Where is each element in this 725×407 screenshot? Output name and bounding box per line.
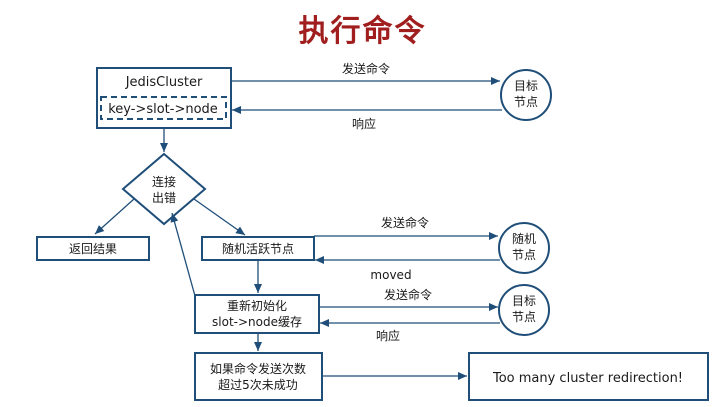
key-slot-node-dashed-box [100, 96, 227, 120]
target-node-2-line-1: 目标 [512, 294, 536, 308]
page-title: 执行命令 [298, 14, 427, 49]
connect-error-diamond: 连接 出错 [121, 152, 207, 226]
connect-error-line-1: 连接 [152, 174, 176, 189]
reinit-line-2: slot->node缓存 [212, 315, 302, 329]
random-node-line-1: 随机 [512, 231, 536, 246]
response-label-1: 响应 [352, 116, 376, 131]
response-label-2: 响应 [376, 328, 400, 343]
target-node-1-line-2: 节点 [514, 95, 538, 109]
retry-feedback-arrow [170, 212, 196, 297]
key-slot-node-label: key->slot->node [108, 102, 218, 117]
target-node-1-line-1: 目标 [514, 79, 538, 93]
jedis-cluster-label: JedisCluster [125, 75, 203, 90]
too-many-redirection-box: Too many cluster redirection! [468, 352, 709, 401]
return-result-label: 返回结果 [69, 242, 117, 256]
jedis-cluster-box: JedisCluster key->slot->node [96, 67, 232, 129]
target-node-circle-2: 目标 节点 [498, 284, 550, 336]
return-result-box: 返回结果 [36, 236, 150, 261]
random-active-node-label: 随机活跃节点 [222, 241, 294, 256]
too-many-redirection-label: Too many cluster redirection! [492, 371, 683, 386]
retry-check-line-1: 如果命令发送次数 [210, 361, 306, 376]
retry-check-line-2: 超过5次未成功 [218, 377, 298, 392]
send-command-label-2: 发送命令 [381, 215, 429, 230]
connect-error-line-2: 出错 [152, 191, 176, 205]
moved-label: moved [370, 268, 411, 282]
reinit-line-1: 重新初始化 [227, 298, 287, 313]
send-command-label-1: 发送命令 [342, 61, 390, 76]
random-node-line-2: 节点 [512, 248, 536, 262]
random-active-node-box: 随机活跃节点 [201, 236, 315, 261]
send-command-label-3: 发送命令 [384, 287, 432, 302]
target-node-2-line-2: 节点 [512, 310, 536, 324]
branch-return-arrow [94, 198, 135, 235]
reinit-box: 重新初始化 slot->node缓存 [194, 294, 320, 334]
target-node-circle-1: 目标 节点 [500, 69, 552, 121]
retry-check-box: 如果命令发送次数 超过5次未成功 [194, 352, 323, 401]
branch-random-arrow [193, 198, 246, 236]
random-node-circle: 随机 节点 [498, 222, 550, 274]
